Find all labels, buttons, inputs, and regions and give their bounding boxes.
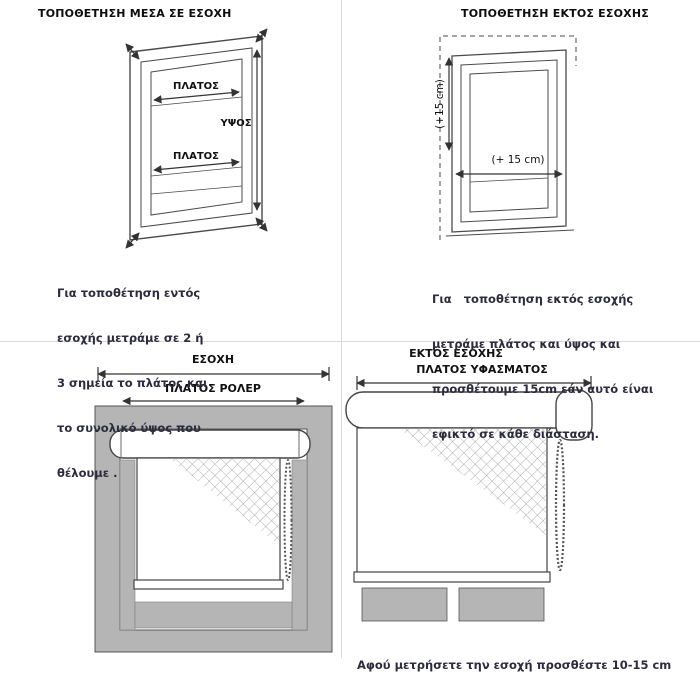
inside-recess-title: ΤΟΠΟΘΕΤΗΣΗ ΜΕΣΑ ΣΕ ΕΣΟΧΗ <box>38 7 232 20</box>
horizontal-divider <box>0 341 700 342</box>
caption-line: Για τοποθέτηση εντός <box>57 286 201 300</box>
width-label-bottom: ΠΛΑΤΟΣ <box>173 151 219 162</box>
inside-recess-caption: Για τοποθέτηση εντός εσοχής μετράμε σε 2… <box>57 256 208 511</box>
recess-label: ΕΣΟΧΗ <box>192 353 234 366</box>
caption-line: Αφού μετρήσετε την εσοχή προσθέστε 10-15… <box>357 658 672 672</box>
outside-diagram-title: ΕΚΤΟΣ ΕΣΟΧΗΣ <box>409 347 503 360</box>
vertical-divider <box>341 0 342 658</box>
width-label-top: ΠΛΑΤΟΣ <box>173 81 219 92</box>
outside-diagram-caption: Αφού μετρήσετε την εσοχή προσθέστε 10-15… <box>357 628 671 700</box>
chain-loop <box>283 459 293 581</box>
caption-line: εσοχής μετράμε σε 2 ή <box>57 331 204 345</box>
outside-recess-title: ΤΟΠΟΘΕΤΗΣΗ ΕΚΤΟΣ ΕΣΟΧΗΣ <box>461 7 649 20</box>
roller-width-label: ΠΛΑΤΟΣ ΡΟΛΕΡ <box>165 382 261 395</box>
chain-loop <box>554 438 566 572</box>
caption-line: θέλουμε . <box>57 466 118 480</box>
height-label: ΥΨΟΣ <box>219 118 251 129</box>
caption-line: το συνολικό ύψος που <box>57 421 201 435</box>
width-plus-label: (+ 15 cm) <box>491 154 544 166</box>
recess-roller-drawing <box>94 405 333 653</box>
outside-recess-caption: Για τοποθέτηση εκτός εσοχής μετράμε πλάτ… <box>432 262 653 472</box>
height-plus-label: (+15 cm) <box>434 79 446 129</box>
inside-recess-window-drawing <box>129 35 263 241</box>
outside-recess-dimension-arrows <box>444 57 563 179</box>
recess-width-arrow <box>97 367 330 381</box>
caption-line: Για τοποθέτηση εκτός εσοχής <box>432 292 634 306</box>
caption-line: 3 σημεία το πλάτος και <box>57 376 208 390</box>
caption-line: μετράμε πλάτος και ύψος και <box>432 337 621 351</box>
outside-roller-drawing <box>345 389 593 622</box>
fabric-width-label: ΠΛΑΤΟΣ ΥΦΑΣΜΑΤΟΣ <box>416 363 548 376</box>
caption-line: εφικτό σε κάθε διάσταση. <box>432 427 600 441</box>
inside-recess-dimension-arrows <box>125 28 268 249</box>
outside-recess-window-drawing <box>439 35 577 240</box>
fabric-width-arrow <box>356 376 592 390</box>
caption-line: προσθέτουμε 15cm εάν αυτό είναι <box>432 382 654 396</box>
